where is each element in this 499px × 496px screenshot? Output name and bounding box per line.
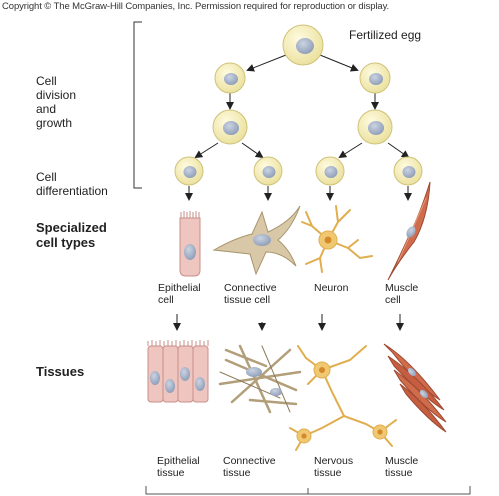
- cell-type-label-neuron: Neuron: [314, 282, 349, 294]
- specialized-cell-types-label: Specialized cell types: [36, 220, 107, 251]
- dividing-cell-1b: [359, 62, 391, 94]
- nervous-tissue-illustration: [289, 345, 397, 451]
- division-bracket: [133, 21, 142, 189]
- muscle-tissue-illustration: [383, 343, 447, 433]
- dividing-cell-2b: [357, 109, 393, 145]
- neuron-illustration: [301, 205, 373, 273]
- dividing-cell-3c: [315, 156, 345, 186]
- fertilized-egg-label: Fertilized egg: [349, 28, 422, 42]
- cell-differentiation-label: Cell differentiation: [36, 170, 108, 199]
- epithelial-tissue-illustration: [147, 340, 209, 403]
- epithelial-cell-illustration: [179, 211, 201, 277]
- fertilized-egg-cell: [282, 24, 324, 66]
- cell-division-label: Cell division and growth: [36, 74, 77, 131]
- connective-tissue-illustration: [218, 344, 302, 414]
- dividing-cell-3d: [393, 156, 423, 186]
- dividing-cell-1a: [214, 62, 246, 94]
- copyright-notice: Copyright © The McGraw-Hill Companies, I…: [2, 1, 390, 12]
- connective-tissue-cell-illustration: [212, 205, 301, 276]
- tissues-label: Tissues: [36, 364, 85, 379]
- dividing-cell-2a: [212, 109, 248, 145]
- muscle-cell-illustration: [387, 181, 431, 281]
- dividing-cell-3b: [253, 156, 283, 186]
- lineage-arrows: [173, 54, 412, 331]
- dividing-cell-3a: [174, 156, 204, 186]
- bottom-bracket: [145, 486, 471, 495]
